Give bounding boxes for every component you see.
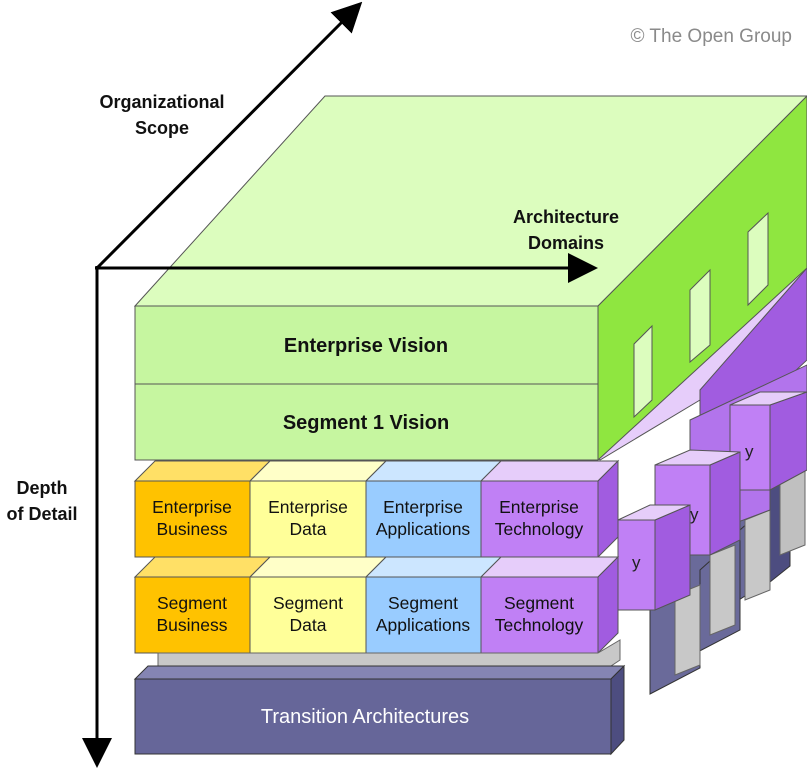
segment-applications-label-2: Applications [376, 615, 471, 635]
enterprise-business-cell [134, 480, 251, 558]
segment-data-top [248, 556, 388, 578]
enterprise-data-label-2: Data [290, 519, 327, 539]
enterprise-business-label-1: Enterprise [152, 497, 232, 517]
enterprise-applications-label-1: Enterprise [383, 497, 463, 517]
depth-axis-label-2: of Detail [6, 504, 77, 524]
copyright-label: © The Open Group [630, 26, 792, 47]
enterprise-business-label-2: Business [156, 519, 227, 539]
hidden-technology-peek-2: y [690, 505, 699, 524]
purple-slab-side-2 [709, 451, 741, 556]
purple-slab-side-1 [654, 504, 691, 611]
segment-data-label-1: Segment [273, 593, 343, 613]
segment-business-label-1: Segment [157, 593, 227, 613]
segment-applications-label-1: Segment [388, 593, 458, 613]
enterprise-technology-cell [480, 480, 599, 558]
segment-applications-cell [365, 576, 482, 654]
segment-vision-face [134, 383, 599, 461]
segment-data-label-2: Data [290, 615, 327, 635]
enterprise-applications-top [364, 460, 503, 482]
segment-applications-top [364, 556, 503, 578]
segment-vision-label: Segment 1 Vision [283, 412, 449, 434]
grey-plate-3 [744, 509, 771, 601]
enterprise-data-label-1: Enterprise [268, 497, 348, 517]
segment-business-label-2: Business [156, 615, 227, 635]
transition-block: Transition Architectures [133, 664, 626, 756]
purple-slab-top-3 [729, 391, 807, 406]
grey-plate-2 [709, 544, 736, 636]
enterprise-technology-label-2: Technology [495, 519, 584, 539]
grey-plate-1 [674, 584, 701, 676]
segment-business-cell [134, 576, 251, 654]
enterprise-vision-label: Enterprise Vision [284, 335, 448, 357]
purple-slab-top-2 [654, 449, 741, 466]
transition-side-face [610, 664, 625, 756]
domains-axis-label-1: Architecture [513, 207, 619, 227]
transition-front-face [134, 678, 612, 755]
enterprise-technology-top [479, 460, 620, 482]
segment-technology-top [479, 556, 620, 578]
segment-technology-label-1: Segment [504, 593, 574, 613]
hidden-technology-peek-1: y [632, 553, 641, 572]
enterprise-technology-label-1: Enterprise [499, 497, 579, 517]
domains-axis-label-2: Domains [528, 233, 604, 253]
vision-notch-2 [689, 268, 711, 364]
vision-notch-3 [747, 211, 769, 307]
purple-slab-top-1 [617, 504, 691, 521]
enterprise-row: Enterprise Business Enterprise Data Ente… [133, 459, 620, 559]
segment-row: Segment Business Segment Data Segment Ap… [133, 555, 620, 655]
enterprise-data-cell [249, 480, 367, 558]
transition-label: Transition Architectures [261, 706, 469, 728]
enterprise-vision-face [134, 305, 599, 385]
segment-technology-label-2: Technology [495, 615, 584, 635]
enterprise-business-top [133, 460, 272, 482]
vision-notch-1 [633, 324, 653, 419]
enterprise-applications-cell [365, 480, 482, 558]
segment-business-top [133, 556, 272, 578]
scope-axis-label-1: Organizational [99, 92, 224, 112]
vision-block: Enterprise Vision Segment 1 Vision [133, 95, 807, 462]
enterprise-data-top [248, 460, 388, 482]
enterprise-applications-label-2: Applications [376, 519, 471, 539]
segment-technology-cell [480, 576, 599, 654]
scope-axis-arrow [95, 1, 363, 270]
axes: Organizational Scope Architecture Domain… [6, 1, 619, 768]
transition-top-face [133, 665, 626, 680]
scope-axis-label-2: Scope [135, 118, 189, 138]
hidden-technology-peek-3: y [745, 442, 754, 461]
segment-data-cell [249, 576, 367, 654]
depth-axis-label-1: Depth [17, 478, 68, 498]
